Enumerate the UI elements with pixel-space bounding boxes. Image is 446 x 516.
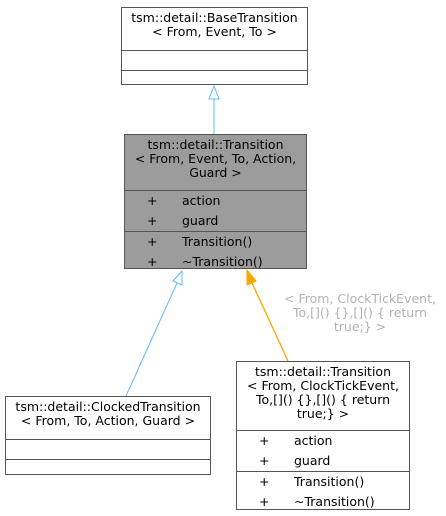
- attribute-row: + guard: [125, 211, 306, 231]
- methods-section: + Transition() + ~Transition(): [237, 471, 409, 512]
- inheritance-arrowhead: [208, 84, 220, 100]
- attribute-row: + action: [237, 431, 409, 451]
- method-row: + ~Transition(): [237, 492, 409, 512]
- attributes-section: + action + guard: [237, 430, 409, 471]
- class-transition[interactable]: tsm::detail::Transition < From, Event, T…: [124, 134, 307, 269]
- method-name: Transition(): [182, 234, 253, 249]
- class-title: tsm::detail::ClockedTransition < From, T…: [15, 399, 201, 428]
- class-clocked-transition[interactable]: tsm::detail::ClockedTransition < From, T…: [5, 396, 211, 475]
- methods-section: [122, 70, 307, 90]
- methods-section: [6, 459, 210, 479]
- attribute-name: guard: [182, 213, 219, 228]
- visibility-marker: +: [147, 254, 158, 269]
- methods-section: + Transition() + ~Transition(): [125, 231, 306, 272]
- class-transition-clocktick[interactable]: tsm::detail::Transition < From, ClockTic…: [236, 361, 410, 510]
- attribute-row: + guard: [237, 451, 409, 471]
- attribute-name: action: [182, 193, 221, 208]
- method-name: ~Transition(): [182, 254, 263, 269]
- class-title: tsm::detail::Transition < From, ClockTic…: [247, 364, 399, 421]
- method-row: + ~Transition(): [125, 252, 306, 272]
- attribute-name: guard: [294, 453, 331, 468]
- template-edge-label: < From, ClockTickEvent, To,[]() {},[]() …: [284, 291, 436, 334]
- visibility-marker: +: [147, 193, 158, 208]
- attribute-name: action: [294, 433, 333, 448]
- visibility-marker: +: [259, 453, 270, 468]
- attribute-row: + action: [125, 191, 306, 211]
- visibility-marker: +: [147, 234, 158, 249]
- visibility-marker: +: [147, 213, 158, 228]
- method-name: ~Transition(): [294, 494, 375, 509]
- attributes-section: + action + guard: [125, 190, 306, 231]
- edge-clocked-to-transition: [125, 282, 178, 397]
- template-arrowhead: [246, 268, 257, 286]
- method-row: + Transition(): [125, 232, 306, 252]
- method-name: Transition(): [294, 474, 365, 489]
- attributes-section: [122, 50, 307, 70]
- inheritance-arrowhead: [172, 269, 183, 286]
- class-title: tsm::detail::BaseTransition < From, Even…: [131, 10, 298, 39]
- attributes-section: [6, 439, 210, 459]
- visibility-marker: +: [259, 494, 270, 509]
- visibility-marker: +: [259, 474, 270, 489]
- method-row: + Transition(): [237, 472, 409, 492]
- visibility-marker: +: [259, 433, 270, 448]
- edge-specialized-to-transition: [251, 282, 289, 362]
- class-title: tsm::detail::Transition < From, Event, T…: [134, 137, 297, 180]
- class-base-transition[interactable]: tsm::detail::BaseTransition < From, Even…: [121, 7, 308, 85]
